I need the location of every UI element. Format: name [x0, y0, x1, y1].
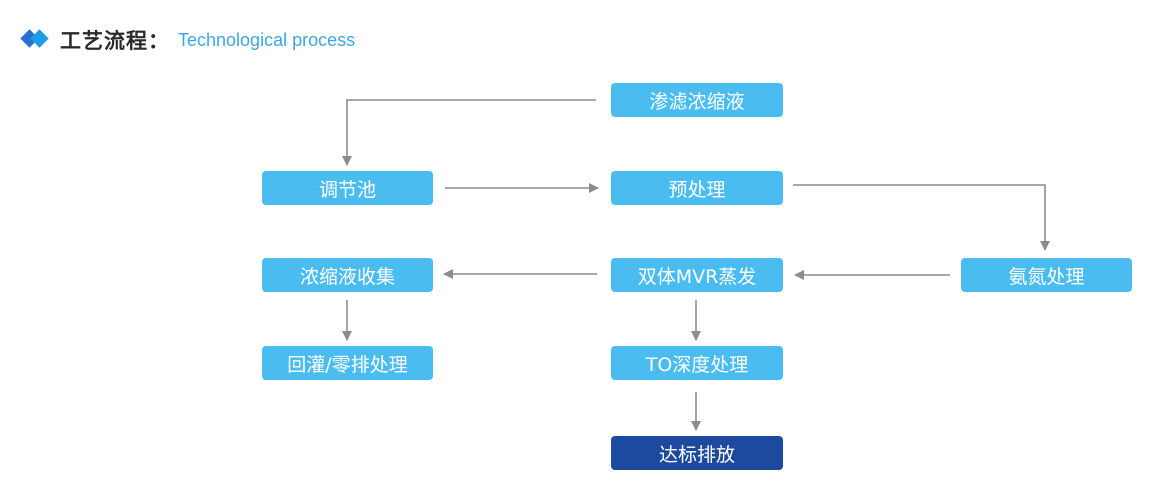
arrow-pretreatment-to-ammonia: [793, 184, 1050, 251]
node-leachate: 渗滤浓缩液: [611, 83, 783, 117]
node-pretreatment: 预处理: [611, 171, 783, 205]
node-ammonia: 氨氮处理: [961, 258, 1132, 292]
section-header: 工艺流程： Technological process: [20, 20, 355, 60]
section-subtitle: Technological process: [178, 29, 356, 50]
node-to-treatment: TO深度处理: [611, 346, 783, 380]
section-title: 工艺流程：: [60, 29, 170, 53]
node-concentrate: 浓缩液收集: [262, 258, 433, 292]
node-discharge: 达标排放: [611, 436, 783, 470]
node-mvr: 双体MVR蒸发: [611, 258, 783, 292]
node-regulating-pool: 调节池: [262, 171, 433, 205]
node-reinjection: 回灌/零排处理: [262, 346, 433, 380]
arrow-leachate-to-pool: [342, 99, 596, 166]
